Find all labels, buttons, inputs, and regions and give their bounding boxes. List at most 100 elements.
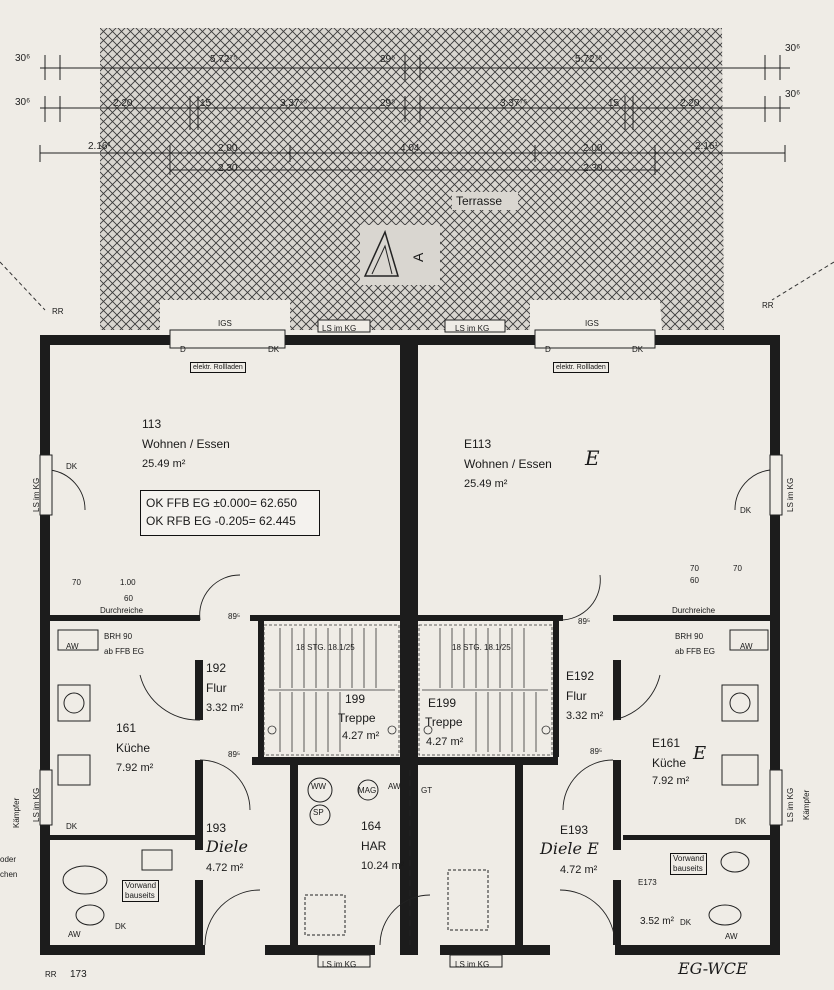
dim-89-3: 89⁵ [228,750,241,759]
terrace-label: Terrasse [456,194,503,208]
ab-ffb-left: ab FFB EG [104,647,145,656]
dim-60-right: 60 [690,576,699,585]
ls-kg-top-left: LS im KG [322,324,357,333]
kaempfer-right: Kämpfer [802,789,811,820]
gt-label: GT [421,786,433,795]
door-dk-right: DK [632,345,644,354]
door-d-right: D [545,345,551,354]
room-164-no: 164 [361,819,382,833]
section-marker-bg [360,225,440,285]
room-e173-area: 3.52 m² [640,916,674,927]
ls-kg-right: LS im KG [786,477,795,512]
durchreiche-left: Durchreiche [100,606,144,615]
tresen-left-2: chen [0,870,18,879]
room-199-no: 199 [345,692,366,706]
vorwand-left-1: Vorwand [125,881,157,890]
tresen-left-1: oder [0,855,17,864]
sp-label: SP [313,808,324,817]
dim-60-left: 60 [124,594,133,603]
level-line-1: OK FFB EG ±0.000= 62.650 [146,496,298,510]
ls-kg-bottom-left: LS im KG [322,960,357,969]
igs-right: IGS [585,319,599,328]
vorwand-left: Vorwand bauseits [122,880,160,902]
aw-har: AW [388,782,401,791]
brh-right: BRH 90 [675,632,704,641]
room-e199-area: 4.27 m² [426,736,464,748]
room-113-no: 113 [142,417,162,431]
door-dk-left: DK [268,345,280,354]
room-e193-area: 4.72 m² [560,864,598,876]
room-e161-name: Küche [652,756,687,770]
dim-low-5: 2.16¹ [695,141,718,152]
rr-left: RR [52,307,64,316]
ww-label: WW [311,782,327,791]
dim-70-right-a: 70 [690,564,699,573]
rr-bottom: RR [45,970,57,979]
rollladen-right: elektr. Rollladen [553,362,609,373]
aw-kitchen-right: AW [740,642,753,651]
room-e192-name: Flur [566,689,587,703]
aw-kitchen-left: AW [66,642,79,651]
room-e113-no: E113 [464,437,492,451]
section-marker: A [410,252,426,262]
dim-low-2: 2.00 [218,143,238,154]
dim-low-4: 2.00 [583,143,603,154]
section-arrow [363,229,400,277]
ls-kg-left-kitchen: LS im KG [32,787,41,822]
dim-low-7: 2.30 [583,163,603,174]
dim-top-1: 30⁶ [15,53,31,64]
room-113-area: 25.49 m² [142,458,186,470]
dim-low-6: 2.30 [218,163,238,174]
dim-top-5: 30⁶ [785,43,801,54]
dim-mid-4: 3.37⁷⁵ [280,98,308,109]
steps-left: 18 STG. 18.1/25 [296,643,355,652]
room-e193-hand: Diele E [540,839,599,858]
room-e113-note: E [585,446,600,470]
brh-left: BRH 90 [104,632,133,641]
window-dk-kitchen-right: DK [735,817,747,826]
mag-label: MAG [358,786,377,795]
terrace-area [100,28,724,330]
room-199-area: 4.27 m² [342,730,380,742]
window-dk-left: DK [66,462,78,471]
terrace-label-bg [452,192,518,210]
dim-mid-9: 30⁶ [785,89,801,100]
room-193-hand: Diele [206,837,248,856]
door-swings [49,469,771,946]
vorwand-right: Vorwand bauseits [670,853,708,875]
stairs [263,624,553,756]
room-161-name: Küche [116,741,151,755]
room-e193-no: E193 [560,823,589,837]
aw-wc-right: AW [725,932,738,941]
fixtures [57,629,769,945]
dim-70-right-b: 70 [733,564,742,573]
room-e199-name: Treppe [425,715,463,729]
vorwand-right-2: bauseits [673,864,703,873]
dim-89-4: 89⁵ [590,747,603,756]
ab-ffb-right: ab FFB EG [675,647,716,656]
dk-wc-right: DK [680,918,692,927]
dim-top-4: 5.72⁷⁵ [575,54,603,65]
door-d-left: D [180,345,186,354]
dimension-lines [39,55,790,175]
aw-wc-left: AW [68,930,81,939]
dim-89-1: 89⁵ [228,612,241,621]
room-192-area: 3.32 m² [206,702,244,714]
dim-100-left: 1.00 [120,578,136,587]
dim-low-3: 4.04 [400,143,420,154]
level-box: OK FFB EG ±0.000= 62.650 OK RFB EG -0.20… [140,490,320,536]
room-e161-no: E161 [652,736,681,750]
dim-mid-6: 3.37⁷⁵ [500,98,528,109]
room-161-area: 7.92 m² [116,762,154,774]
level-line-2: OK RFB EG -0.205= 62.445 [146,514,296,528]
igs-left: IGS [218,319,232,328]
hand-bottom: EG-WCE [678,959,748,978]
dim-mid-2: 2.20 [113,98,133,109]
room-164-name: HAR [361,839,387,853]
dim-mid-5: 29⁵ [380,98,396,109]
dk-wc-left: DK [115,922,127,931]
bottom-173: 173 [70,969,87,980]
room-193-no: 193 [206,821,227,835]
vorwand-right-1: Vorwand [673,854,705,863]
